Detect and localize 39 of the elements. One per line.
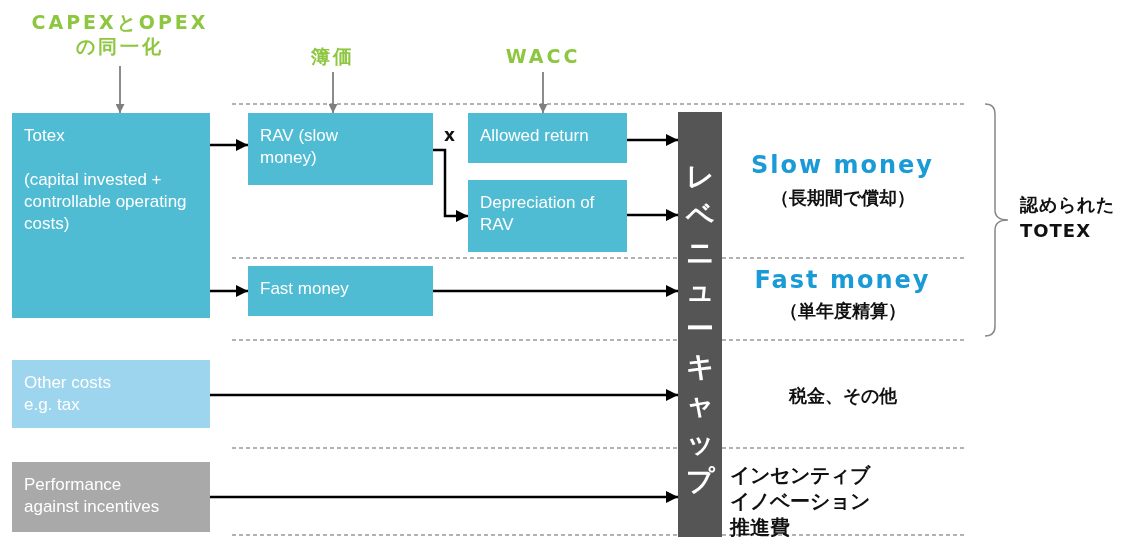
brace-label: 認められたTOTEX [1020,193,1116,243]
box-label: Allowed return [480,125,590,147]
box-label: Depreciation of RAV [480,192,596,236]
multiply-sign: x [444,124,456,147]
category-heading: Slow money [750,150,935,180]
box-label: RAV (slow money) [260,125,340,169]
leader-arrow [328,71,338,114]
cost-box [12,462,210,532]
cost-box [248,113,433,185]
arrow [433,148,468,223]
arrow [210,388,678,402]
category-note: インセンティブイノベーション推進費 [730,462,872,537]
leader-arrow [538,71,548,114]
box-label: Other costs e.g. tax [24,372,112,416]
cost-box [248,266,433,316]
revenue-cap-bar [678,112,722,537]
bar-label: レベニューキャップ [685,159,715,499]
box-label: (capital invested + controllable operating costs) [24,169,188,235]
arrow [627,133,678,147]
arrow [433,284,678,298]
cost-box [468,113,627,163]
category-note: 税金、その他 [787,384,898,408]
annotation-text: WACC [493,44,593,72]
category-note: （単年度精算） [778,299,907,323]
box-label: Totex [24,125,66,147]
category-note: （長期間で償却） [769,186,916,210]
leader-arrow [115,65,125,114]
box-label: Performance against incentives [24,474,161,518]
arrow [210,284,248,298]
arrow [210,138,248,152]
arrow [210,490,678,504]
category-heading: Fast money [753,265,932,295]
box-label: Fast money [260,278,350,300]
cost-box [12,113,210,318]
annotation-text: CAPEXとOPEXの同一化 [30,10,210,66]
arrow [627,208,678,222]
annotation-text: 簿価 [293,44,373,72]
cost-box [12,360,210,428]
cost-box [468,180,627,252]
